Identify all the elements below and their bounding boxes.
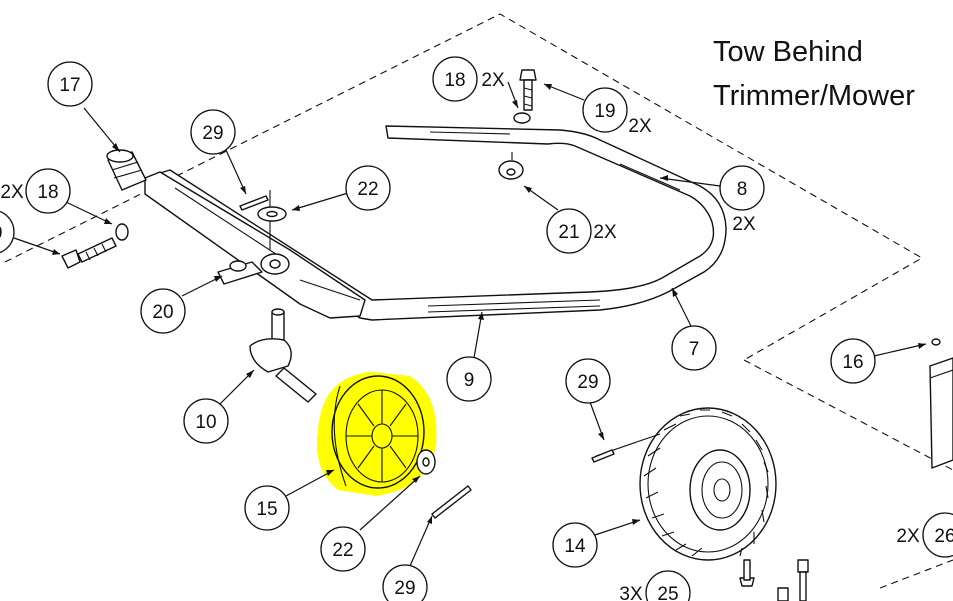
callout-number: 21	[558, 222, 579, 243]
callout-number: 7	[689, 339, 700, 360]
callout-number: 29	[202, 123, 223, 144]
callout-16: 16	[830, 338, 876, 384]
cotter-pin-part-29-bottom	[431, 485, 472, 519]
knob-part-17	[106, 149, 147, 191]
bolts-part-25	[739, 559, 809, 601]
callout-22-bottom: 22	[320, 526, 366, 572]
tire-part-14	[639, 407, 777, 561]
cotter-pin-part-29-top	[239, 195, 269, 211]
callout-14: 14	[552, 522, 598, 568]
callout-qty: 2X	[593, 222, 617, 243]
washer-part-18-left	[115, 223, 129, 241]
callout-22-top: 22	[345, 165, 391, 211]
callout-number: 15	[256, 499, 277, 520]
bolt-part-19-left	[61, 237, 117, 269]
wheel-part-15-highlighted	[316, 372, 437, 496]
callout-number: 19	[594, 101, 615, 122]
callout-number: 19	[0, 223, 3, 244]
callout-number: 14	[564, 536, 586, 557]
callout-8: 8 2X	[719, 165, 765, 235]
callout-number: 26	[934, 526, 953, 547]
bolt-part-19-right	[519, 69, 537, 111]
callout-number: 25	[657, 584, 678, 601]
caster-fork-part-10	[249, 308, 317, 403]
callout-18-left: 18 2X	[0, 168, 71, 214]
callout-18-right: 18 2X	[432, 56, 505, 102]
drawbar-tongue	[144, 171, 366, 319]
leader-lines	[13, 81, 927, 567]
callout-number: 17	[59, 75, 80, 96]
callout-qty: 2X	[896, 526, 920, 547]
callout-15: 15	[244, 485, 290, 531]
callout-20: 20	[140, 288, 186, 334]
callout-number: 22	[357, 179, 378, 200]
callout-19-left: 19	[0, 210, 15, 254]
callout-29-bottom: 29	[382, 564, 428, 601]
callout-29-right: 29	[565, 358, 611, 404]
washer-part-18-right	[513, 112, 531, 124]
cotter-pin-part-29-right	[591, 449, 615, 463]
callout-number: 18	[37, 182, 58, 203]
callout-7: 7	[671, 325, 717, 371]
clevis-part-20	[217, 253, 290, 285]
diagram-title-line-1: Tow Behind	[713, 36, 863, 68]
diagram-title-line-2: Trimmer/Mower	[713, 80, 915, 112]
callout-qty: 2X	[0, 182, 24, 203]
callout-number: 16	[842, 352, 863, 373]
part-16-housing	[929, 338, 953, 469]
lower-boundary-dashed	[879, 559, 953, 589]
callout-number: 20	[152, 302, 173, 323]
washer-part-22-bottom	[416, 449, 436, 475]
callout-qty: 2X	[481, 70, 505, 91]
callout-26: 26 2X	[896, 512, 953, 558]
callout-29-top: 29	[190, 109, 236, 155]
callout-25: 25 3X	[619, 570, 691, 601]
callout-21: 21 2X	[546, 208, 617, 254]
callout-10: 10	[183, 398, 229, 444]
washer-part-22-top	[257, 206, 287, 222]
callout-number: 8	[737, 179, 748, 200]
callout-qty: 2X	[628, 116, 652, 137]
callout-number: 10	[195, 412, 216, 433]
callout-qty: 2X	[732, 214, 756, 235]
callout-17: 17	[47, 61, 93, 107]
spacer-part-21	[498, 152, 524, 180]
callout-number: 18	[444, 70, 465, 91]
callout-9: 9	[446, 356, 492, 402]
callout-number: 29	[394, 578, 415, 599]
callout-qty: 3X	[619, 584, 643, 601]
callout-19-right: 19 2X	[582, 87, 652, 137]
assembly-boundary-dashed	[4, 13, 953, 471]
callout-number: 29	[577, 372, 598, 393]
callout-number: 9	[464, 370, 475, 391]
callout-number: 22	[332, 540, 353, 561]
